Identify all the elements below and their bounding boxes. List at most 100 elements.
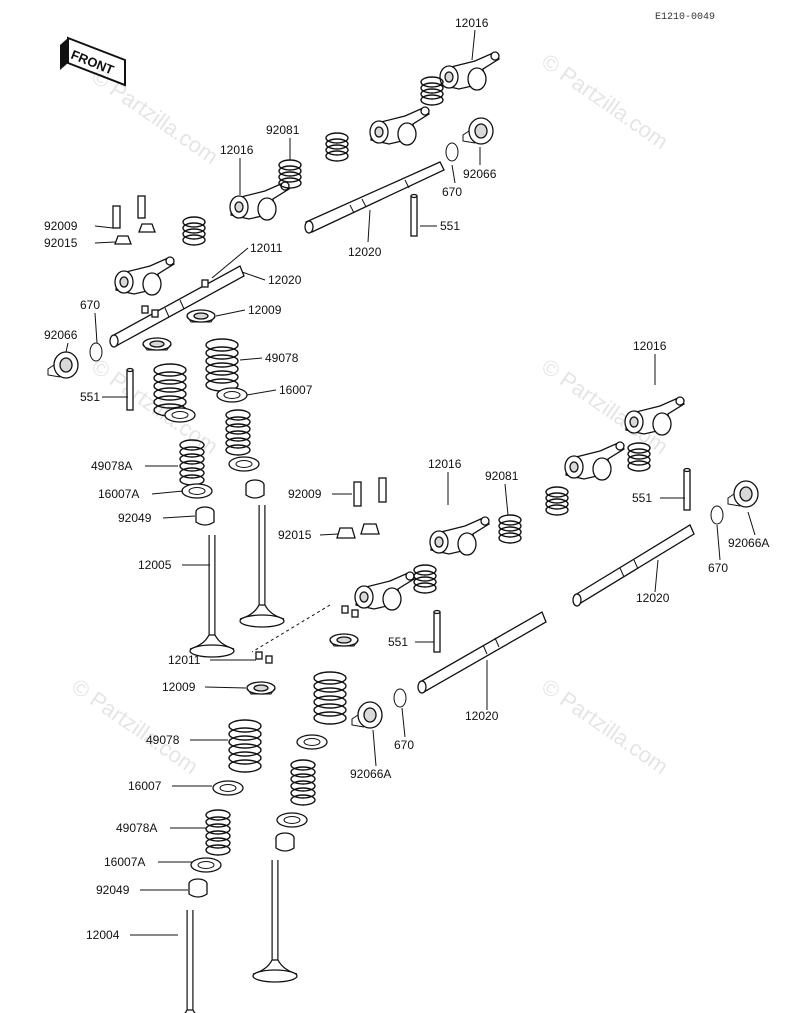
valve-collet xyxy=(255,605,359,664)
part-label: 12016 xyxy=(455,16,489,30)
inner-valve-spring xyxy=(290,759,316,806)
shaft-pin xyxy=(683,467,691,511)
part-label: 92009 xyxy=(44,219,78,233)
shaft-end-cap xyxy=(47,351,79,379)
part-label: 551 xyxy=(80,390,100,404)
spring-seat xyxy=(164,407,196,423)
rocker-arm xyxy=(624,396,685,436)
part-label: 551 xyxy=(632,491,652,505)
diagram-code: E1210-0049 xyxy=(655,12,715,23)
shaft-end-cap xyxy=(727,480,759,508)
part-label: 92066A xyxy=(728,536,769,550)
part-label: 12011 xyxy=(250,241,283,255)
rocker-spring xyxy=(413,564,437,594)
shaft-end-cap xyxy=(462,117,494,145)
spring-seat xyxy=(216,387,248,403)
part-label: 670 xyxy=(394,738,414,752)
valve xyxy=(190,535,234,657)
spring-seat xyxy=(181,483,213,499)
rocker-arm xyxy=(229,181,290,221)
spring-retainer xyxy=(142,337,172,351)
shaft-end-cap xyxy=(351,701,383,729)
spring-seat xyxy=(190,857,222,873)
valve-stem-seal xyxy=(188,878,208,898)
part-label: 551 xyxy=(388,635,408,649)
valve-collet xyxy=(141,279,209,318)
rocker-shaft xyxy=(109,265,245,348)
part-label: 16007A xyxy=(104,855,145,869)
part-label: 12009 xyxy=(162,680,196,694)
part-label: 16007A xyxy=(98,487,139,501)
part-label: 551 xyxy=(440,219,460,233)
part-label: 49078 xyxy=(265,351,299,365)
part-label: 670 xyxy=(442,185,462,199)
valve xyxy=(168,910,212,1013)
rocker-arm xyxy=(429,516,490,556)
adjusting-screw xyxy=(336,477,387,539)
shaft-pin xyxy=(126,367,134,411)
part-label: 12004 xyxy=(86,928,120,942)
part-label: 49078A xyxy=(116,821,157,835)
o-ring xyxy=(445,142,459,162)
rocker-spring xyxy=(325,132,349,162)
o-ring xyxy=(89,342,103,362)
part-label: 12016 xyxy=(220,143,254,157)
part-label: 12020 xyxy=(636,591,670,605)
watermark-text: © Partzilla.com xyxy=(537,354,673,460)
spring-retainer xyxy=(186,309,216,323)
adjusting-screw xyxy=(112,195,156,245)
rocker-spring xyxy=(420,76,444,106)
spring-seat xyxy=(276,812,308,828)
rocker-spring xyxy=(498,514,522,544)
valve-stem-seal xyxy=(195,506,215,526)
rocker-shaft xyxy=(417,611,547,694)
watermark-text: © Partzilla.com xyxy=(537,49,673,155)
part-label: 92009 xyxy=(288,487,322,501)
part-label: 92049 xyxy=(96,883,130,897)
outer-valve-spring xyxy=(313,671,347,725)
leader-lines xyxy=(65,29,756,936)
part-label: 12020 xyxy=(348,245,382,259)
o-ring xyxy=(393,688,407,708)
valve xyxy=(240,505,284,627)
part-label: 12009 xyxy=(248,303,282,317)
rocker-arm xyxy=(114,256,175,296)
spring-seat xyxy=(212,780,244,796)
part-label: 92081 xyxy=(266,123,300,137)
part-label: 12005 xyxy=(138,558,172,572)
watermark-text: © Partzilla.com xyxy=(537,674,673,780)
outer-valve-spring xyxy=(205,338,239,392)
part-label: 92015 xyxy=(44,236,78,250)
part-label: 92066A xyxy=(350,767,391,781)
part-label: 12020 xyxy=(268,273,302,287)
part-label: 16007 xyxy=(279,383,313,397)
spring-seat xyxy=(228,456,260,472)
part-label: 92066 xyxy=(463,167,497,181)
inner-valve-spring xyxy=(225,409,251,456)
rocker-shaft xyxy=(304,161,445,234)
spring-seat xyxy=(296,734,328,750)
spring-retainer xyxy=(329,633,359,647)
valve xyxy=(253,860,297,982)
rocker-spring xyxy=(182,216,206,246)
part-labels: 12016 92081 12016 670 92066 92009 92015 … xyxy=(44,16,769,942)
o-ring xyxy=(710,505,724,525)
part-label: 12016 xyxy=(633,339,667,353)
outer-valve-spring xyxy=(228,719,262,773)
part-label: 12016 xyxy=(428,457,462,471)
part-label: 92066 xyxy=(44,328,78,342)
shaft-pin xyxy=(433,609,441,653)
part-label: 49078A xyxy=(91,459,132,473)
part-label: 670 xyxy=(80,298,100,312)
part-label: 12011 xyxy=(168,653,201,667)
rocker-arm xyxy=(439,51,500,91)
lower-assembly xyxy=(168,604,547,1013)
shaft-pin xyxy=(410,193,418,237)
rocker-spring xyxy=(545,486,569,516)
rocker-arm xyxy=(354,571,415,611)
spring-retainer xyxy=(246,681,276,695)
part-label: 16007 xyxy=(128,779,162,793)
rocker-shaft xyxy=(572,524,695,607)
rocker-arm xyxy=(564,441,625,481)
